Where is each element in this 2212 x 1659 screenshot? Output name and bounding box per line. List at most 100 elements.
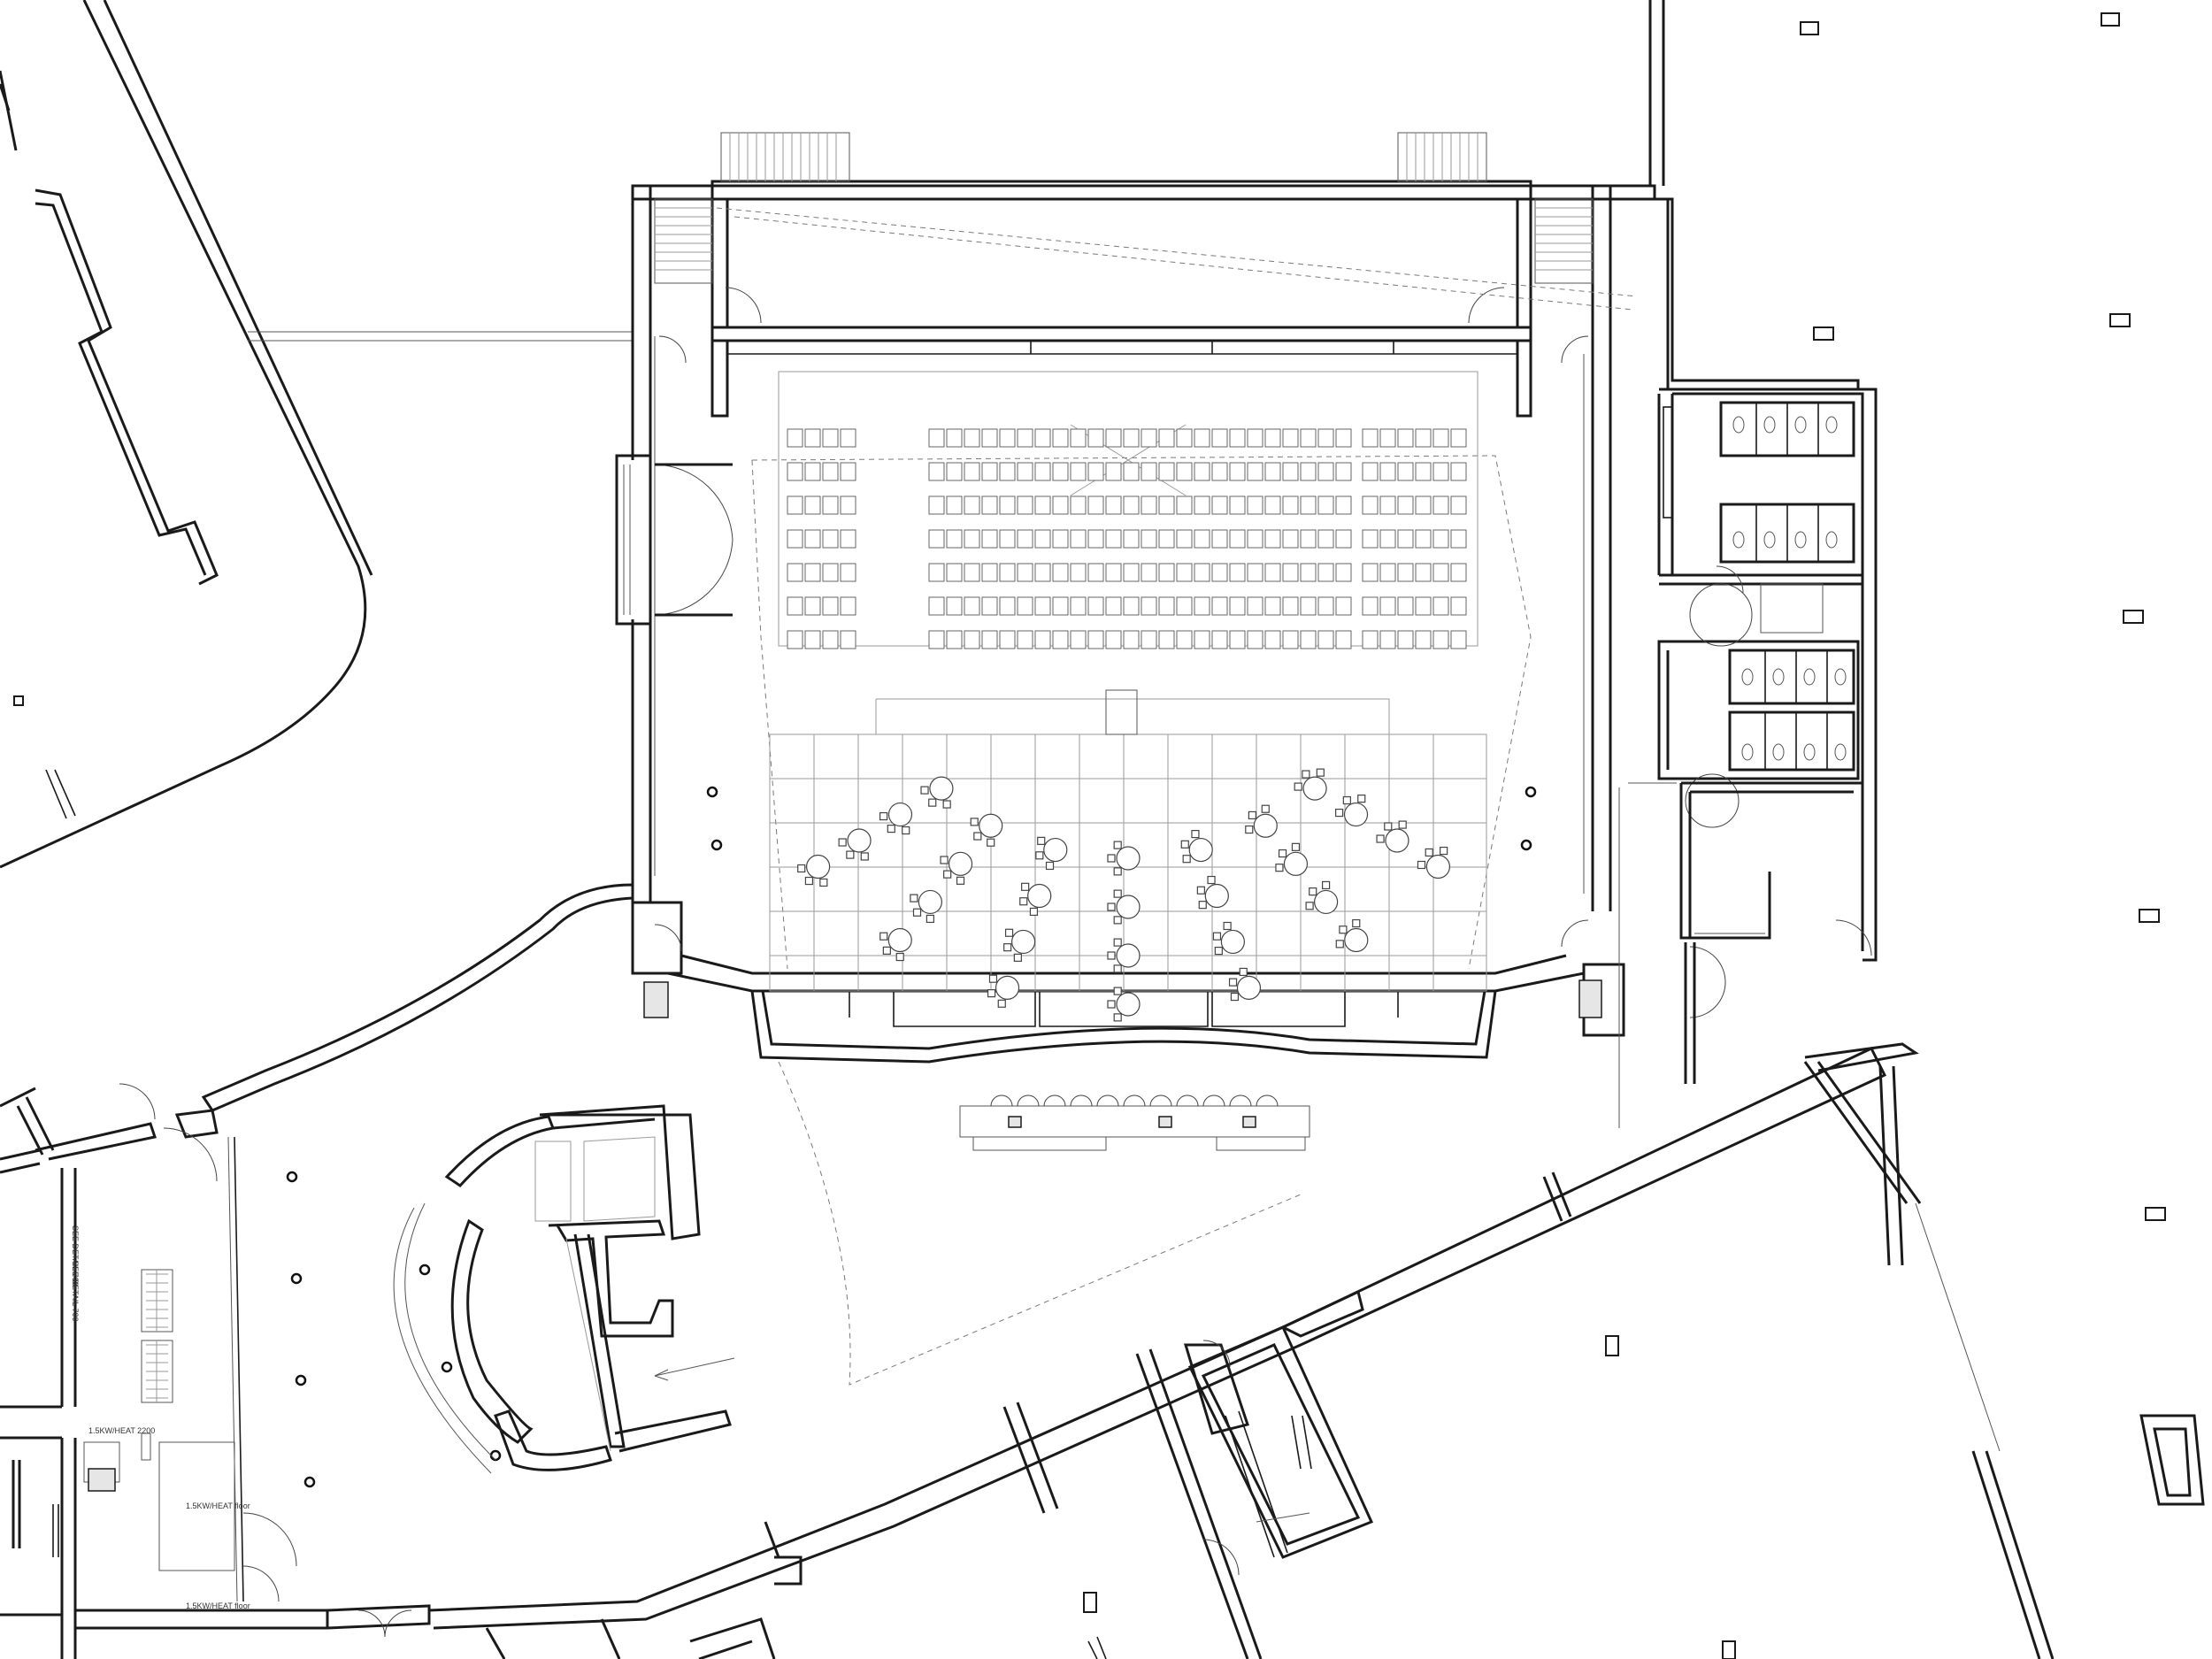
seat <box>1247 630 1263 649</box>
seat <box>1229 529 1246 549</box>
table-with-chairs <box>1107 987 1141 1022</box>
seat <box>1158 596 1175 616</box>
seat <box>1158 495 1175 515</box>
column <box>706 786 718 798</box>
seat <box>1141 596 1157 616</box>
seat <box>1070 428 1087 448</box>
seat <box>804 428 821 448</box>
north-stair-left <box>720 132 850 182</box>
seat <box>1087 462 1104 481</box>
seat <box>1247 529 1263 549</box>
seat <box>787 529 803 549</box>
seat <box>1415 596 1432 616</box>
seat <box>1379 428 1396 448</box>
seat <box>1123 630 1140 649</box>
south-diagonal-corridor <box>428 1042 2205 1659</box>
seat <box>1379 462 1396 481</box>
seat <box>1017 428 1033 448</box>
seat <box>1335 495 1352 515</box>
seat <box>1034 462 1051 481</box>
seat <box>946 529 963 549</box>
seat <box>1432 529 1449 549</box>
seat <box>1362 630 1379 649</box>
seat <box>1229 462 1246 481</box>
seat <box>1362 495 1379 515</box>
seat <box>964 563 980 582</box>
seat <box>1450 529 1467 549</box>
table-with-chairs <box>1376 820 1409 853</box>
seat <box>928 596 945 616</box>
seat <box>1087 563 1104 582</box>
seat <box>1264 462 1281 481</box>
seat <box>1432 428 1449 448</box>
seat <box>928 563 945 582</box>
seat <box>1300 563 1317 582</box>
seat <box>840 596 856 616</box>
seat <box>1123 462 1140 481</box>
table-with-chairs <box>910 889 942 924</box>
seat <box>1211 462 1228 481</box>
seat <box>1282 630 1299 649</box>
toilet-block <box>1618 0 1878 1128</box>
bridge-line <box>248 331 633 342</box>
seat <box>1141 462 1157 481</box>
seat <box>999 630 1016 649</box>
seat <box>981 428 998 448</box>
auditorium-seating <box>787 428 1467 649</box>
seat <box>1158 563 1175 582</box>
seat <box>1034 630 1051 649</box>
seat <box>1335 428 1352 448</box>
seat <box>1362 428 1379 448</box>
seat <box>1052 495 1069 515</box>
seat <box>840 462 856 481</box>
seat <box>1317 596 1334 616</box>
seat <box>946 596 963 616</box>
seat <box>928 529 945 549</box>
table-with-chairs <box>987 974 1020 1008</box>
table-with-chairs <box>1275 842 1309 876</box>
seat <box>1194 462 1210 481</box>
seat <box>1087 630 1104 649</box>
table-with-chairs <box>1107 841 1141 876</box>
seat <box>1176 495 1193 515</box>
seat <box>1432 630 1449 649</box>
seat <box>1141 630 1157 649</box>
bar-counter <box>959 1094 1310 1151</box>
seat <box>1317 563 1334 582</box>
table-with-chairs <box>1335 795 1369 827</box>
seat <box>1070 630 1087 649</box>
seat <box>1362 563 1379 582</box>
seat <box>1397 563 1414 582</box>
seat <box>1176 529 1193 549</box>
column <box>1520 839 1532 851</box>
north-stair-right <box>1397 132 1487 182</box>
seat <box>1450 495 1467 515</box>
seat <box>1123 563 1140 582</box>
seat <box>981 529 998 549</box>
seat <box>1282 495 1299 515</box>
seat <box>1017 462 1033 481</box>
seat <box>1379 529 1396 549</box>
seat <box>1450 563 1467 582</box>
seat <box>787 462 803 481</box>
banquet-tables <box>797 768 1450 1022</box>
seat <box>804 630 821 649</box>
column <box>1525 786 1537 798</box>
seat <box>1317 428 1334 448</box>
seat <box>1335 630 1352 649</box>
seat <box>1194 596 1210 616</box>
seat <box>1397 462 1414 481</box>
seat <box>1415 495 1432 515</box>
seat <box>1432 462 1449 481</box>
seat <box>1141 428 1157 448</box>
left-curved-building <box>0 0 373 869</box>
seat <box>822 596 839 616</box>
seat <box>1362 529 1379 549</box>
seat <box>1123 428 1140 448</box>
seat <box>1282 596 1299 616</box>
seat <box>840 630 856 649</box>
table-with-chairs <box>1107 889 1141 925</box>
seat <box>1397 630 1414 649</box>
seat <box>1034 596 1051 616</box>
